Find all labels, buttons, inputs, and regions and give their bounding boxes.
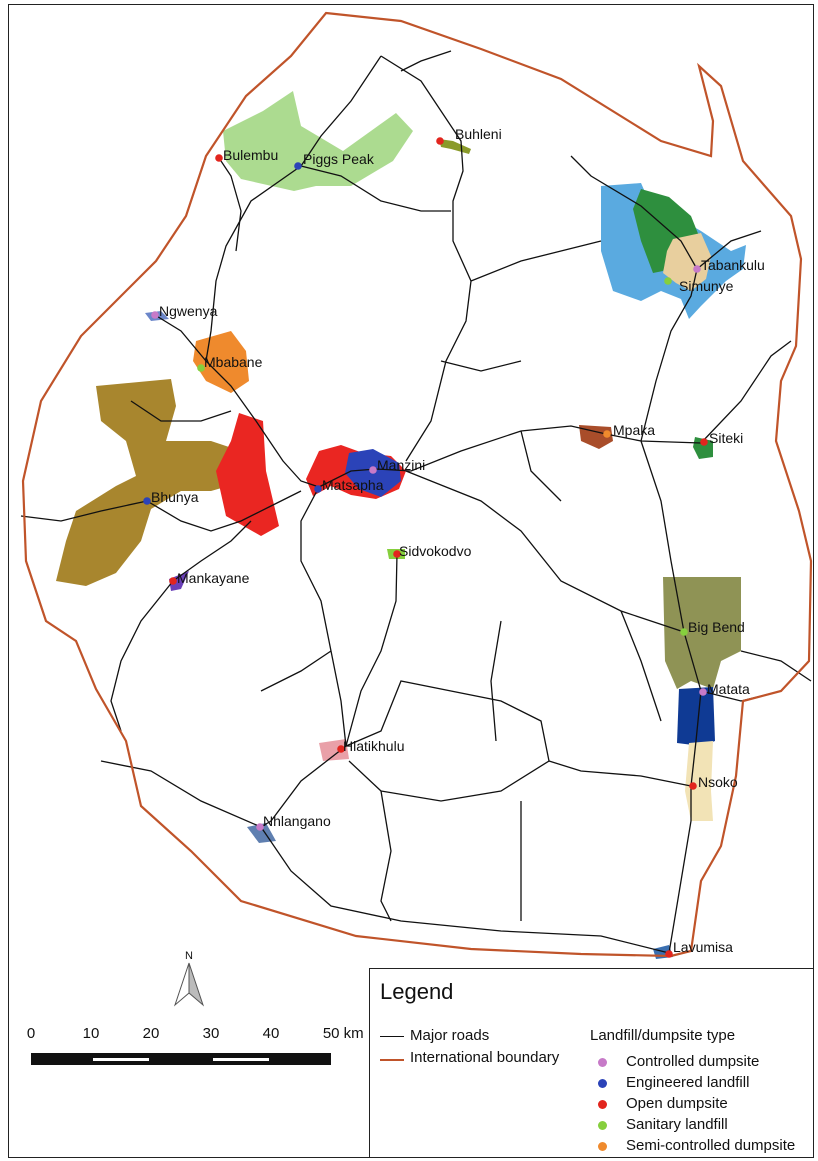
scale-segment-1 [31,1053,91,1065]
legend-dot-controlled [598,1058,607,1067]
place-label-nsoko: Nsoko [698,774,738,790]
scale-tick-0: 0 [26,1025,36,1042]
legend-road-swatch [380,1036,404,1037]
site-dot-mpaka [603,430,611,438]
place-label-siteki: Siteki [709,430,743,446]
place-label-hlatikhulu: Hlatikhulu [343,738,404,754]
site-dot-bhunya [143,497,151,505]
legend-dot-engineered [598,1079,607,1088]
legend-title: Legend [380,979,454,1004]
site-dot-big-bend [680,628,688,636]
place-label-nhlangano: Nhlangano [263,813,331,829]
north-label: N [185,950,193,962]
area-hlatikhulu [319,739,349,761]
legend: Legend Major roads International boundar… [369,968,814,1158]
site-dot-matata [699,688,707,696]
place-label-simunye: Simunye [679,278,734,294]
legend-boundary-swatch [380,1059,404,1061]
legend-label-open: Open dumpsite [626,1095,728,1112]
area-big-bend [663,577,741,689]
scale-tick-4: 40 [262,1025,280,1042]
site-dot-buhleni [436,137,444,145]
place-label-sidvokodvo: Sidvokodvo [399,543,472,559]
place-label-mpaka: Mpaka [613,422,655,438]
place-label-matata: Matata [707,681,750,697]
site-dot-bulembu [215,154,223,162]
site-dot-hlatikhulu [337,745,345,753]
site-dot-matsapha [314,485,322,493]
area-mbabane [193,331,249,393]
scale-bar: 0 10 20 30 40 50 km [26,1025,374,1085]
scale-segment-2-inner [93,1058,149,1061]
area-bhunya [56,379,246,586]
major-roads [20,50,812,954]
area-simunye [663,233,711,291]
legend-type-heading: Landfill/dumpsite type [590,1027,736,1044]
place-label-tabankulu: Tabankulu [701,257,765,273]
site-dot-mankayane [169,577,177,585]
international-boundary [21,11,813,958]
place-label-matsapha: Matsapha [322,477,384,493]
place-label-manzini: Manzini [377,457,425,473]
place-label-buhleni: Buhleni [455,126,502,142]
legend-label-semi: Semi-controlled dumpsite [626,1137,796,1154]
scale-tick-2: 20 [142,1025,160,1042]
legend-dot-sanitary [598,1121,607,1130]
place-label-big-bend: Big Bend [688,619,745,635]
site-dot-mbabane [197,364,205,372]
area-mpaka [579,425,613,449]
area-mankayane [169,571,189,591]
place-label-piggs-peak: Piggs Peak [303,151,375,167]
area-buhleni [439,139,471,154]
legend-label-controlled: Controlled dumpsite [626,1053,760,1070]
legend-dot-open [598,1100,607,1109]
site-dot-manzini [369,466,377,474]
scale-segment-5 [271,1053,331,1065]
area-matata [677,687,715,746]
site-dot-sidvokodvo [393,550,401,558]
north-arrow: N [169,945,209,1020]
site-dot-nhlangano [256,823,264,831]
place-label-mankayane: Mankayane [177,570,250,586]
north-arrow-left [173,962,190,1007]
scale-segment-3 [151,1053,211,1065]
scale-tick-5: 50 km [322,1025,364,1042]
scale-tick-3: 30 [202,1025,220,1042]
legend-road-label: Major roads [410,1027,490,1044]
site-dot-piggs-peak [294,162,302,170]
scale-segment-4-inner [213,1058,269,1061]
place-label-ngwenya: Ngwenya [159,303,218,319]
legend-boundary-label: International boundary [410,1049,560,1066]
site-dot-siteki [700,438,708,446]
area-nsoko [685,741,713,821]
site-dot-nsoko [689,782,697,790]
place-label-mbabane: Mbabane [204,354,263,370]
legend-label-engineered: Engineered landfill [626,1074,750,1091]
legend-label-sanitary: Sanitary landfill [626,1116,728,1133]
legend-dot-semi [598,1142,607,1151]
scale-tick-1: 10 [82,1025,100,1042]
place-label-bulembu: Bulembu [223,147,278,163]
site-dot-ngwenya [151,311,159,319]
place-label-lavumisa: Lavumisa [673,939,733,955]
area-matsapha-red [216,413,279,536]
north-arrow-right [188,962,205,1007]
site-dot-lavumisa [665,950,673,958]
place-label-bhunya: Bhunya [151,489,199,505]
site-dot-simunye [664,277,672,285]
site-dot-tabankulu [693,265,701,273]
catchment-areas [56,91,746,959]
